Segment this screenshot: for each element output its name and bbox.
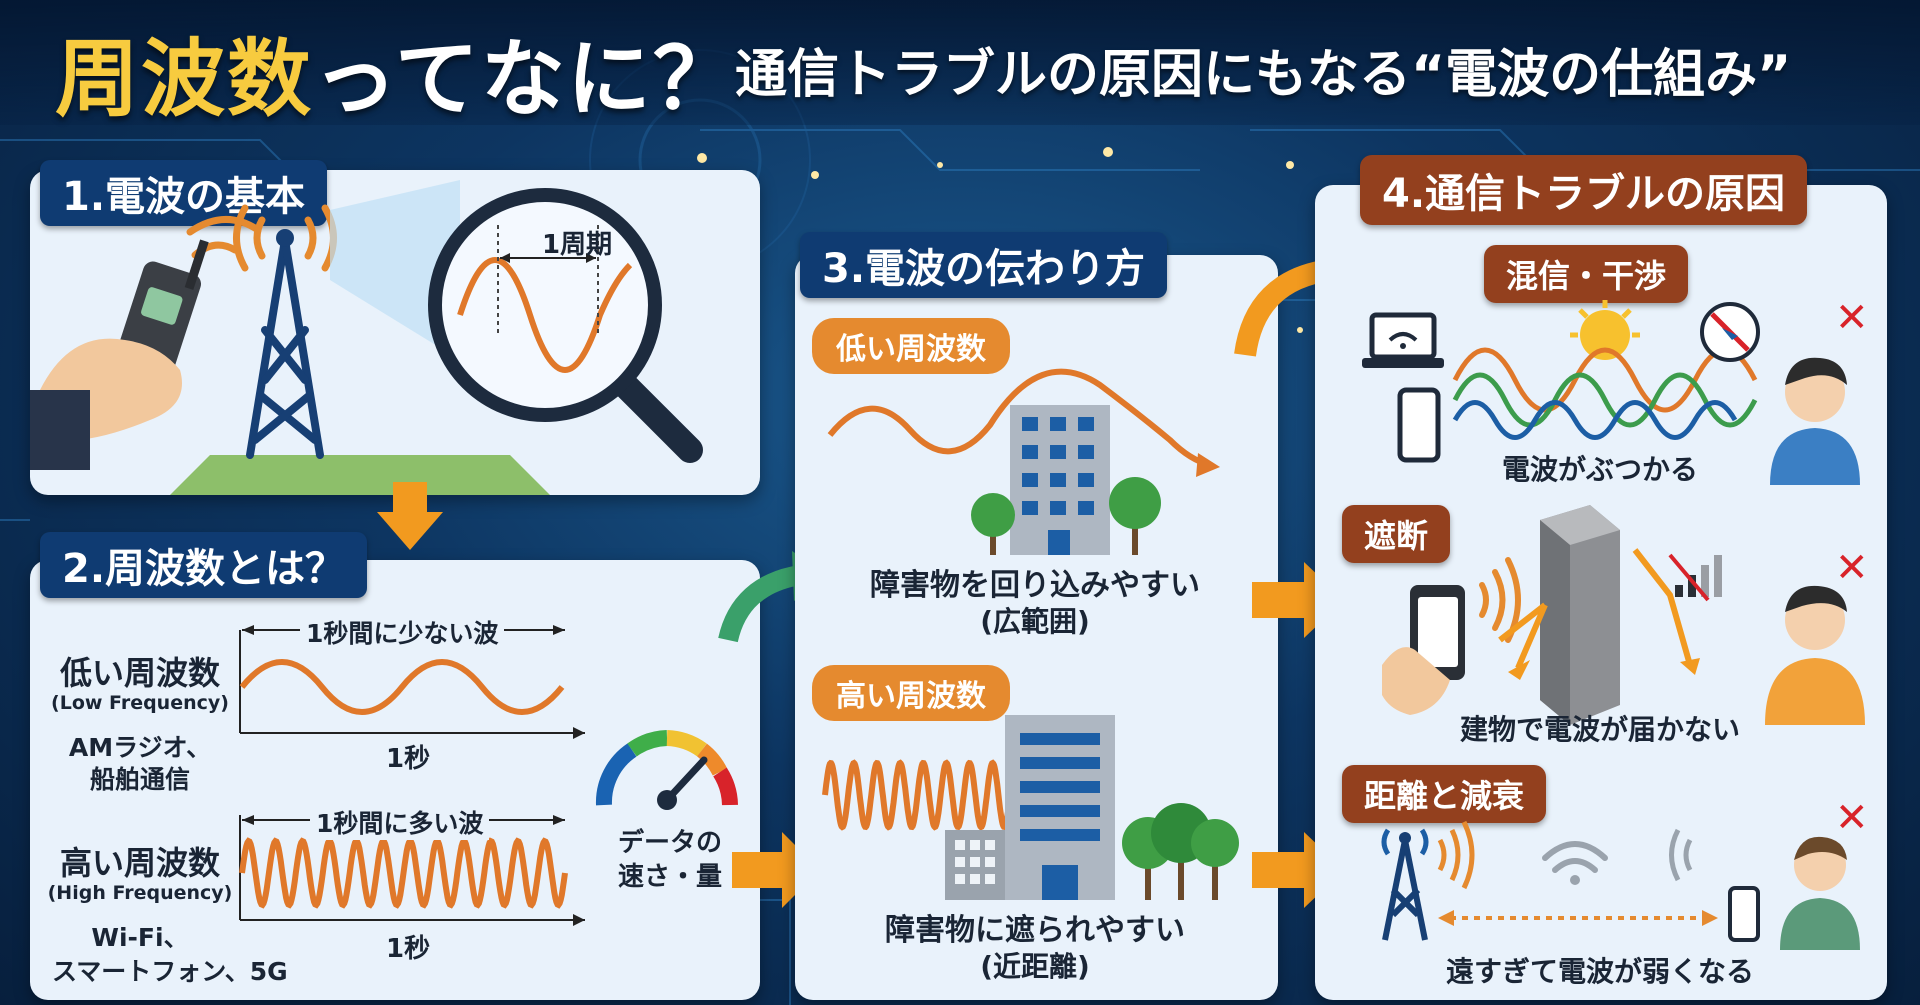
low-frequency-tag: 低い周波数 (812, 318, 1010, 374)
distance-signal-icon (1437, 820, 1475, 890)
distance-tag: 距離と減衰 (1342, 765, 1547, 823)
sun-icon (1570, 300, 1640, 360)
high-frequency-examples-1: Wi-Fi、 (91, 923, 189, 952)
laptop-icon (1362, 312, 1444, 368)
magnifier-icon (428, 188, 703, 463)
tower-icon (246, 236, 324, 459)
high-wave-caption: 1秒間に多い波 (310, 804, 490, 840)
high-wave-graph (239, 815, 585, 926)
person-icon-2 (1765, 585, 1865, 725)
person-icon (1770, 357, 1860, 485)
period-label: 1周期 (542, 230, 613, 260)
period-wave (457, 257, 633, 373)
low-frequency-examples-2: 船舶通信 (89, 765, 190, 794)
tower-small-icon (1382, 839, 1428, 941)
low-wave-graph (239, 625, 585, 739)
block-desc: 建物で電波が届かない (1459, 713, 1740, 746)
interference-tag: 混信・干渉 (1484, 245, 1689, 303)
block-illustration (1382, 505, 1865, 725)
low-frequency-examples-1: AMラジオ、 (68, 733, 212, 762)
x-mark-2: ✕ (1835, 545, 1869, 591)
high-frequency-examples-2: スマートフォン、5G (52, 957, 288, 986)
low-propagation-desc-2: (広範囲) (980, 605, 1090, 638)
x-mark-1: ✕ (1835, 295, 1869, 341)
title-accent: 周波数 (55, 30, 314, 128)
low-frequency-label-en: (Low Frequency) (51, 692, 229, 714)
high-propagation-desc-1: 障害物に遮られやすい (885, 913, 1185, 948)
page-subtitle: 通信トラブルの原因にもなる“電波の仕組み” (735, 45, 1792, 105)
frequency-wave-graphs (239, 625, 585, 926)
high-propagation-illustration (822, 715, 1239, 900)
low-propagation-illustration (827, 368, 1220, 555)
x-mark-3: ✕ (1835, 795, 1869, 841)
section1-illustration (30, 180, 703, 495)
high-frequency-tag: 高い周波数 (812, 665, 1010, 721)
signal-bars-icon (1668, 553, 1722, 602)
hand-radio-icon (30, 239, 209, 470)
wall-icon (1540, 505, 1620, 725)
wifi-icon (1542, 841, 1608, 873)
building-tall-icon (945, 715, 1115, 900)
low-frequency-label: 低い周波数 (59, 654, 220, 692)
smartphone-icon (1397, 387, 1441, 463)
header-band (0, 0, 1920, 125)
high-frequency-label: 高い周波数 (59, 844, 220, 882)
section1-tag: 1.電波の基本 (40, 160, 328, 226)
section2-tag: 2.周波数とは？ (40, 532, 368, 598)
interference-desc: 電波がぶつかる (1501, 453, 1698, 486)
section3-tag: 3.電波の伝わり方 (800, 232, 1168, 298)
trees-icon (1122, 803, 1239, 900)
tower-small-signal-icon (1381, 828, 1429, 856)
page-title: 周波数ってなに？ (55, 12, 739, 133)
gauge-icon (595, 730, 738, 810)
tree-icon (971, 477, 1161, 555)
gauge-caption-1: データの (617, 828, 722, 858)
section4-tag: 4.通信トラブルの原因 (1360, 155, 1808, 225)
high-axis-label: 1秒 (386, 934, 431, 964)
ground-icon (170, 455, 550, 495)
distance-illustration (1381, 820, 1860, 950)
person-icon-3 (1780, 836, 1860, 950)
no-compass-icon (1700, 302, 1760, 362)
block-tag: 遮断 (1342, 505, 1451, 563)
low-axis-label: 1秒 (386, 744, 431, 774)
hand-phone-icon (1382, 585, 1465, 715)
gauge-caption-2: 速さ・量 (617, 862, 722, 892)
arrow-down-icon (377, 482, 443, 550)
low-wave-caption: 1秒間に少ない波 (300, 614, 505, 650)
high-propagation-desc-2: (近距離) (980, 950, 1090, 983)
building-icon (1010, 405, 1110, 555)
distance-desc: 遠すぎて電波が弱くなる (1445, 955, 1754, 988)
interference-illustration (1362, 300, 1860, 485)
low-propagation-desc-1: 障害物を回り込みやすい (870, 568, 1200, 603)
title-rest: ってなに？ (313, 30, 739, 128)
high-frequency-label-en: (High Frequency) (47, 882, 233, 904)
smartphone-small-icon (1728, 886, 1760, 942)
